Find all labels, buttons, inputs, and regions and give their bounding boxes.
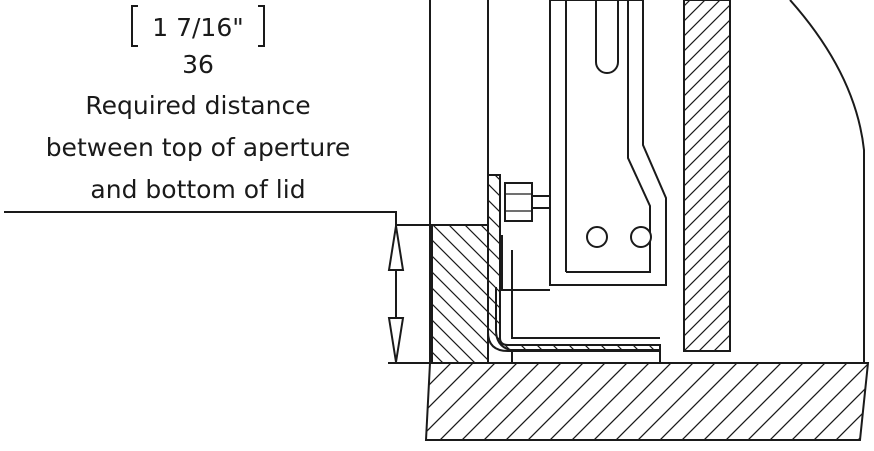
note-line-3: and bottom of lid: [90, 175, 305, 204]
bracket-right: [258, 5, 265, 47]
nut: [504, 182, 533, 222]
dimension-arrow-top: [387, 225, 405, 271]
vertical-bracket: [549, 0, 667, 286]
dimension-metric: 36: [182, 50, 214, 79]
right-wall-section: [683, 0, 731, 352]
channel-inner: [511, 250, 660, 339]
housing-outline: [789, 0, 865, 363]
dimension-imperial: 1 7/16": [152, 13, 244, 42]
floor-slab-section: [424, 362, 870, 441]
channel-frame: [501, 235, 550, 291]
note-label: Required distance between top of apertur…: [46, 91, 351, 204]
bolt-hole-1: [586, 226, 608, 248]
note-line-1: Required distance: [85, 91, 310, 120]
bolt-hole-2: [630, 226, 652, 248]
angle-section: [487, 174, 661, 352]
note-line-2: between top of aperture: [46, 133, 351, 162]
bracket-slot: [595, 0, 619, 74]
bolt-shank: [531, 195, 551, 209]
dimension-label: 1 7/16" 36: [131, 5, 265, 79]
channel-outer: [495, 287, 521, 352]
leader-line: [4, 211, 432, 226]
bracket-left: [131, 5, 138, 47]
bracket-inner-profile: [566, 0, 651, 273]
dimension-arrow-bottom: [387, 317, 405, 363]
frame-block-section: [431, 224, 489, 364]
